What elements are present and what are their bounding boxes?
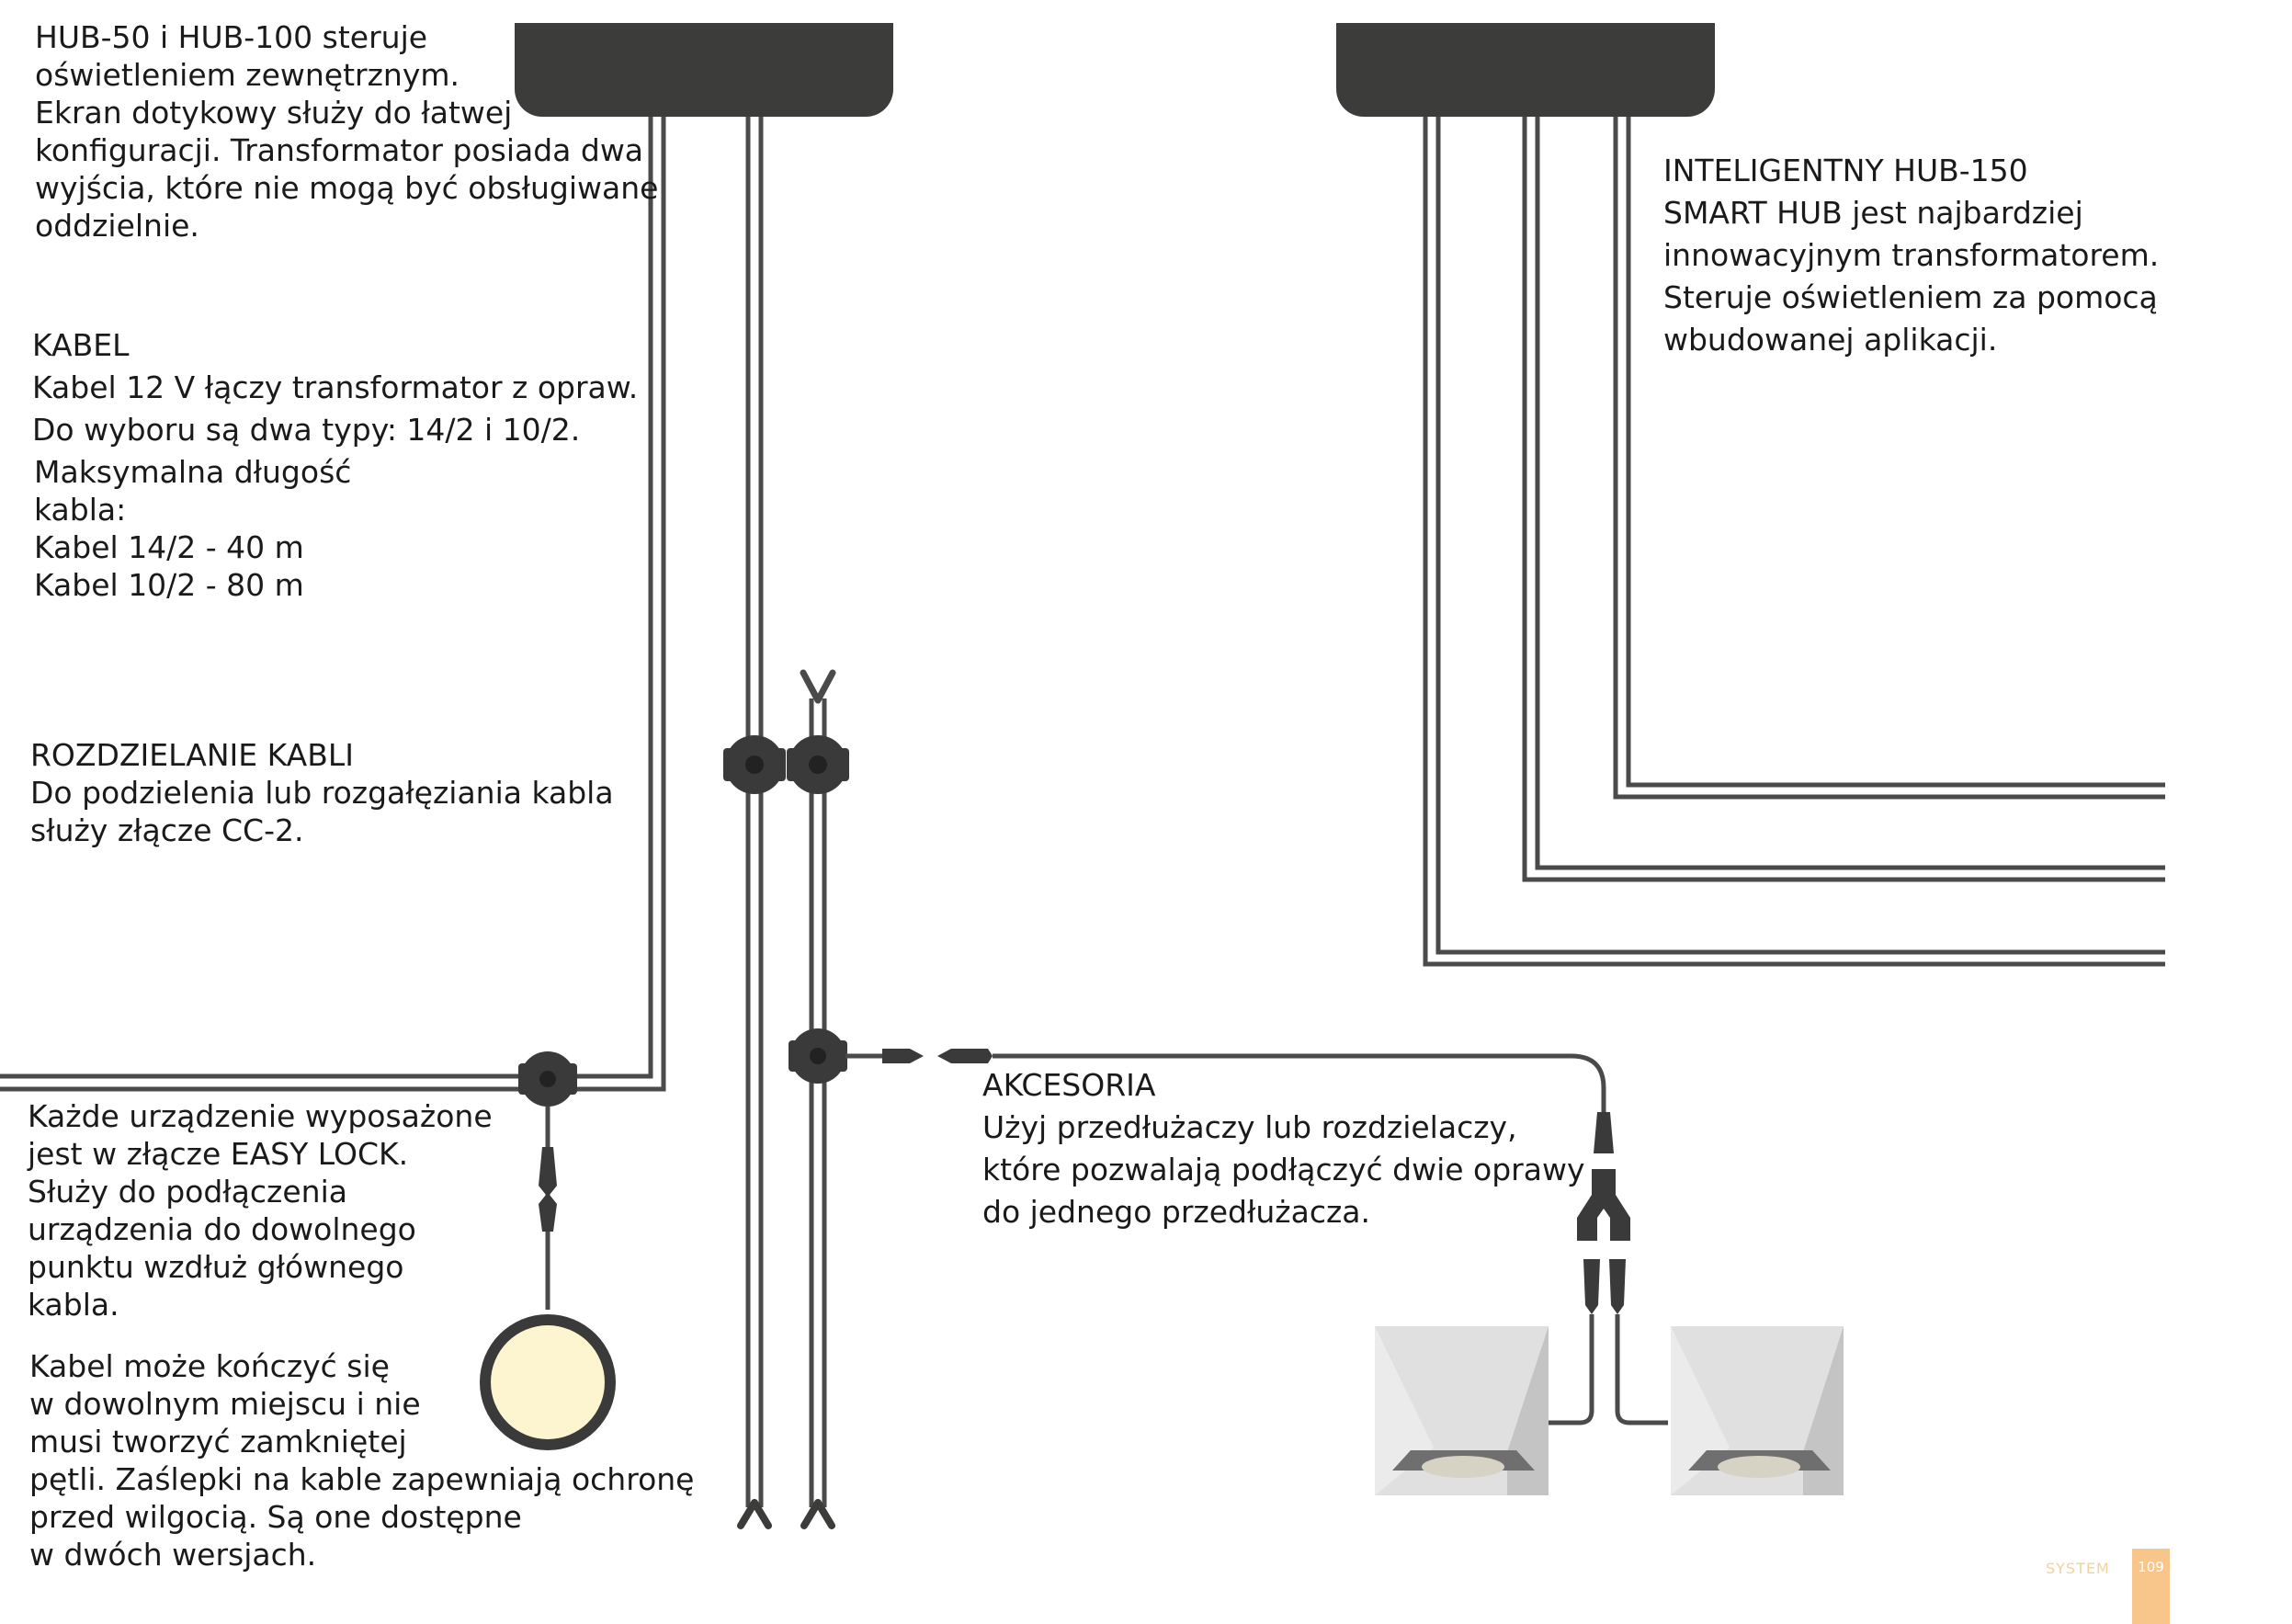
text-line: które pozwalają podłączyć dwie oprawy xyxy=(982,1152,1585,1187)
text-line: Steruje oświetleniem za pomocą xyxy=(1663,279,2158,315)
footer-section-label: SYSTEM xyxy=(2046,1560,2110,1577)
text-line: Kabel 14/2 - 40 m xyxy=(34,529,304,565)
section-heading: ROZDZIELANIE KABLI xyxy=(30,737,354,773)
text-line: pętli. Zaślepki na kable zapewniają ochr… xyxy=(29,1461,695,1497)
text-line: HUB-50 i HUB-100 steruje xyxy=(35,19,428,55)
kabel-length: Maksymalna długość kabla: Kabel 14/2 - 4… xyxy=(34,453,351,604)
text-line: Do podzielenia lub rozgałęziania kabla xyxy=(30,775,614,811)
round-lamp xyxy=(480,1314,616,1450)
text-line: oświetleniem zewnętrznym. xyxy=(35,57,460,93)
cable-end-caps xyxy=(737,1499,835,1529)
text-line: Każde urządzenie wyposażone xyxy=(28,1098,493,1134)
text-line: służy złącze CC-2. xyxy=(30,812,304,848)
text-line: Kabel 10/2 - 80 m xyxy=(34,567,304,603)
page-number-tab: 109 xyxy=(2132,1549,2170,1624)
extension-cable xyxy=(845,1049,1614,1153)
text-line: Ekran dotykowy służy do łatwej xyxy=(35,95,513,131)
cc2-connector-pair xyxy=(723,735,849,794)
text-line: konfiguracji. Transformator posiada dwa xyxy=(35,132,644,168)
fixture-left xyxy=(1375,1326,1549,1495)
section-heading: AKCESORIA xyxy=(982,1067,1156,1103)
page-number: 109 xyxy=(2138,1559,2164,1575)
cc2-connector-accessory xyxy=(789,1028,847,1084)
section-heading: KABEL xyxy=(32,327,130,363)
text-line: SMART HUB jest najbardziej xyxy=(1663,195,2083,231)
hub-description: HUB-50 i HUB-100 steruje oświetleniem ze… xyxy=(35,18,658,244)
text-line: w dowolnym miejscu i nie xyxy=(29,1386,421,1422)
fixture-right xyxy=(1671,1326,1844,1495)
cable-split-tail xyxy=(800,669,836,704)
text-line: Służy do podłączenia xyxy=(28,1174,347,1209)
text-line: oddzielnie. xyxy=(35,208,199,244)
text-line: Kabel może kończyć się xyxy=(29,1348,390,1384)
vertical-cable-b xyxy=(809,698,827,1507)
easy-lock-connector xyxy=(518,1051,577,1310)
text-line: Do wyboru są dwa typy: 14/2 i 10/2. xyxy=(32,412,581,448)
end-caps-description: Kabel może kończyć się w dowolnym miejsc… xyxy=(29,1347,694,1573)
text-line: do jednego przedłużacza. xyxy=(982,1194,1370,1230)
text-line: urządzenia do dowolnego xyxy=(28,1211,416,1247)
easy-lock-description: Każde urządzenie wyposażone jest w złącz… xyxy=(28,1097,493,1323)
text-line: kabla: xyxy=(34,492,127,528)
text-line: przed wilgocią. Są one dostępne xyxy=(29,1499,522,1535)
text-line: innowacyjnym transformatorem. xyxy=(1663,237,2160,273)
text-line: wbudowanej aplikacji. xyxy=(1663,322,1998,358)
y-splitter xyxy=(1549,1169,1668,1425)
kabel-description: KABEL Kabel 12 V łączy transformator z o… xyxy=(32,324,638,451)
akcesoria-description: AKCESORIA Użyj przedłużaczy lub rozdziel… xyxy=(982,1064,1584,1233)
text-line: Użyj przedłużaczy lub rozdzielaczy, xyxy=(982,1109,1517,1145)
text-line: w dwóch wersjach. xyxy=(29,1537,317,1573)
smart-hub-description: INTELIGENTNY HUB-150 SMART HUB jest najb… xyxy=(1663,150,2159,361)
text-line: Maksymalna długość xyxy=(34,454,352,490)
text-line: Kabel 12 V łączy transformator z opraw. xyxy=(32,369,639,405)
text-line: wyjścia, które nie mogą być obsługiwane xyxy=(35,170,659,206)
vertical-cable-a xyxy=(745,117,764,1507)
text-line: jest w złącze EASY LOCK. xyxy=(28,1136,409,1172)
section-heading: INTELIGENTNY HUB-150 xyxy=(1663,153,2028,188)
main-cable-loop xyxy=(0,117,666,1092)
text-line: punktu wzdłuż głównego xyxy=(28,1249,404,1285)
text-line: musi tworzyć zamkniętej xyxy=(29,1424,407,1459)
text-line: kabla. xyxy=(28,1287,119,1323)
smart-hub-cables xyxy=(1423,117,2165,967)
rozdzielanie-description: ROZDZIELANIE KABLI Do podzielenia lub ro… xyxy=(30,736,614,849)
